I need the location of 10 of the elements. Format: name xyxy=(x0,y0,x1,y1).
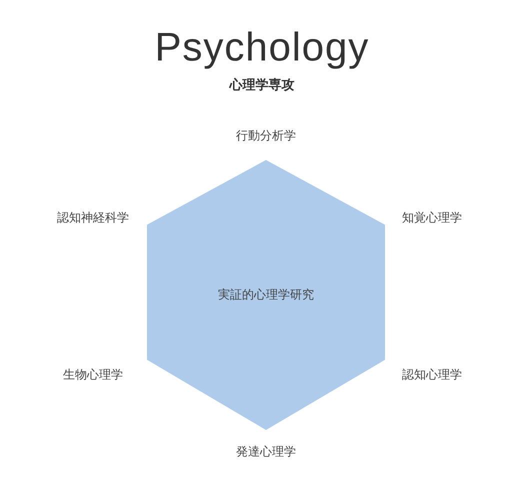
vertex-label: 生物心理学 xyxy=(63,366,123,384)
vertex-label: 認知心理学 xyxy=(402,366,462,384)
vertex-label: 認知神経科学 xyxy=(57,210,129,226)
title: Psychology xyxy=(154,26,370,70)
vertex-label: 発達心理学 xyxy=(236,444,296,460)
center-label: 実証的心理学研究 xyxy=(218,286,314,304)
hexagon-shape xyxy=(147,160,385,430)
vertex-label: 行動分析学 xyxy=(236,128,296,144)
subtitle: 心理学専攻 xyxy=(230,76,294,94)
vertex-label: 知覚心理学 xyxy=(402,210,462,226)
